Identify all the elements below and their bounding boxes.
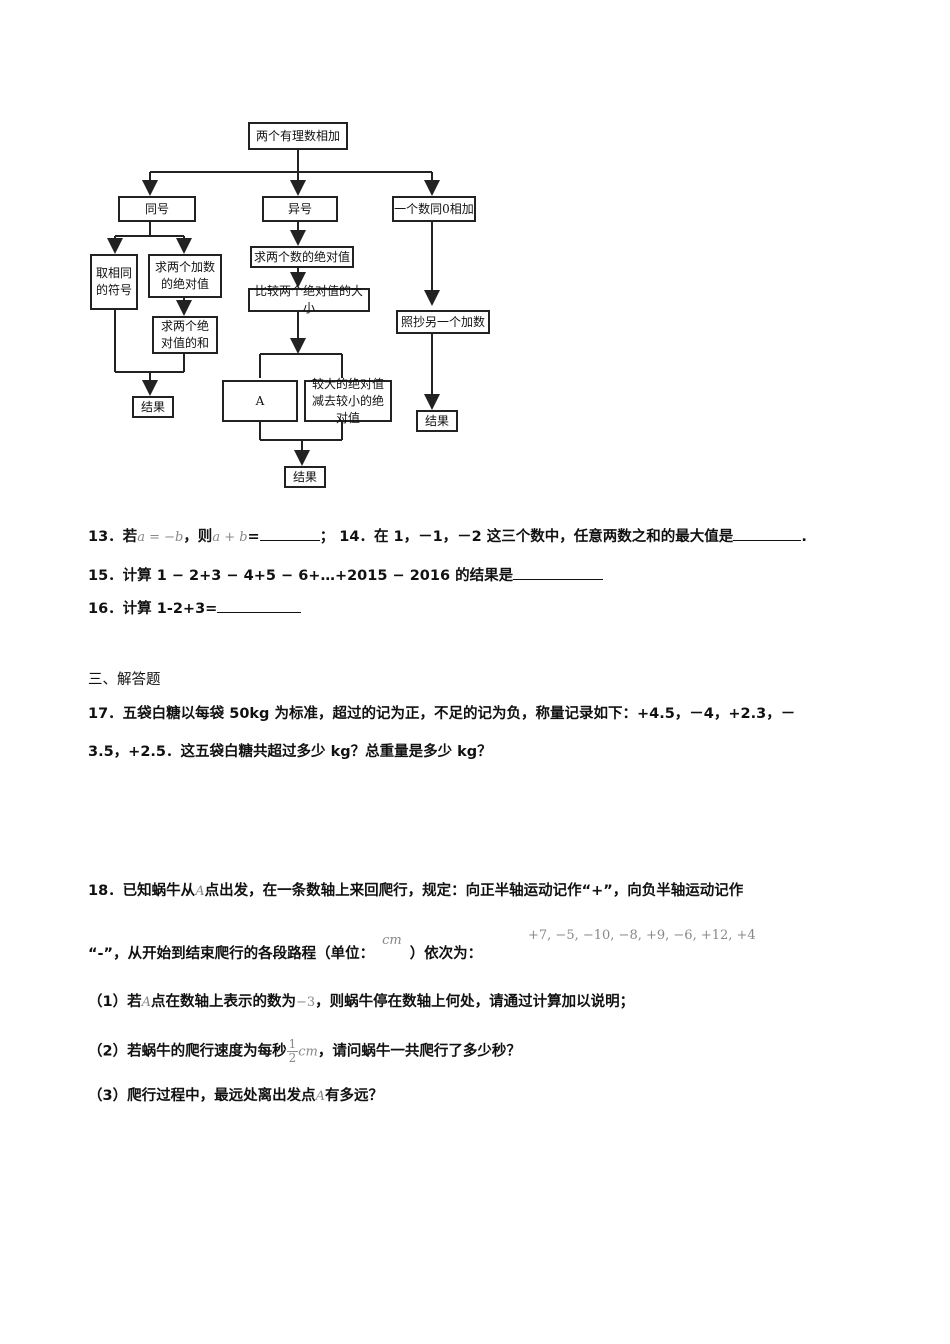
q13-separator: ； [319,529,335,545]
q18-part3: （3）爬行过程中，最远处离出发点A有多远？ [88,1086,383,1107]
section-title: 三、解答题 [88,672,161,688]
q18-l2b: ）依次为： [409,946,483,962]
q18-p2a: （2）若蜗牛的爬行速度为每秒 [88,1043,287,1060]
q18-l1a: 18．已知蜗牛从 [88,883,196,899]
q13-then: ，则 [183,529,213,545]
flow-abs-addends: 求两个加数的绝对值 [148,254,222,298]
q18-sequence: +7, −5, −10, −8, +9, −6, +12, +4 [528,928,756,943]
q13-num: 13．若 [88,529,138,545]
flow-result-right: 结果 [416,410,458,432]
q13-equals: = [247,529,260,545]
q13-expression: a + b [212,530,248,545]
q18-part1: （1）若A点在数轴上表示的数为−3，则蜗牛停在数轴上何处，请通过计算加以说明； [88,992,634,1013]
q18-line1: 18．已知蜗牛从A点出发，在一条数轴上来回爬行，规定：向正半轴运动记作“+”，向… [88,881,743,902]
q16-text: 16．计算 1-2+3= [88,601,218,617]
fraction-denominator: 2 [288,1051,297,1065]
question-15: 15．计算 1 − 2+3 − 4+5 − 6+…+2015 − 2016 的结… [88,565,604,586]
question-13-14: 13．若a = −b，则a + b= ； 14．在 1，－1，－2 这三个数中，任… [88,526,807,548]
q18-p2b: ，请问蜗牛一共爬行了多少秒？ [317,1043,521,1060]
q14-end: . [801,529,807,545]
q17-line2: 3.5，+2.5．这五袋白糖共超过多少 kg？总重量是多少 kg？ [88,744,492,760]
q18-p3a: （3）爬行过程中，最远处离出发点 [88,1088,316,1104]
flow-box-a: A [222,380,298,422]
flow-take-same-sign: 取相同的符号 [90,254,138,310]
flow-root: 两个有理数相加 [248,122,348,150]
flow-copy-other: 照抄另一个加数 [396,310,490,334]
addition-flowchart: 两个有理数相加 同号 异号 一个数同0相加 取相同的符号 求两个加数的绝对值 求… [80,110,520,500]
flow-two-abs: 求两个数的绝对值 [250,246,354,268]
flow-result-left: 结果 [132,396,174,418]
q14-text: 14．在 1，－1，－2 这三个数中，任意两数之和的最大值是 [339,529,734,545]
flow-same-sign: 同号 [118,196,196,222]
q18-p3-point-a: A [315,1089,325,1104]
flow-zero-add: 一个数同0相加 [392,196,476,222]
q18-p1b: 点在数轴上表示的数为 [150,994,296,1010]
q18-point-a: A [195,884,205,899]
q18-p1c: ，则蜗牛停在数轴上何处，请通过计算加以说明； [315,994,635,1010]
flow-compare-abs: 比较两个绝对值的大小 [248,284,370,315]
flow-subtract-abs: 较大的绝对值减去较小的绝对值 [304,377,392,425]
q18-unit: cm [382,933,402,948]
q18-l1b: 点出发，在一条数轴上来回爬行，规定：向正半轴运动记作“+”，向负半轴运动记作 [204,883,744,899]
flow-sum-abs: 求两个绝对值的和 [152,316,218,354]
q18-p2-unit: cm [298,1044,318,1060]
q13-answer-blank[interactable] [259,526,320,541]
flowchart-connectors [107,150,440,466]
q18-p1-value: −3 [295,995,316,1010]
q18-p1-point-a: A [141,995,151,1010]
q18-p1a: （1）若 [88,994,142,1010]
q15-answer-blank[interactable] [513,565,604,580]
q18-p3b: 有多远？ [324,1088,383,1104]
q16-answer-blank[interactable] [217,598,302,613]
q18-l2a: “-”，从开始到结束爬行的各段路程（单位： [88,946,375,962]
flow-diff-sign: 异号 [262,196,338,222]
q17-line1: 17．五袋白糖以每袋 50kg 为标准，超过的记为正，不足的记为负，称量记录如下… [88,706,796,722]
question-16: 16．计算 1-2+3= [88,598,302,619]
q14-answer-blank[interactable] [733,526,802,541]
q18-line2: “-”，从开始到结束爬行的各段路程（单位： cm ）依次为： [88,933,483,965]
fraction-numerator: 1 [286,1037,299,1052]
flow-result-mid: 结果 [284,466,326,488]
q13-condition: a = −b [137,530,184,545]
q15-text: 15．计算 1 − 2+3 − 4+5 − 6+…+2015 − 2016 的结… [88,568,514,584]
